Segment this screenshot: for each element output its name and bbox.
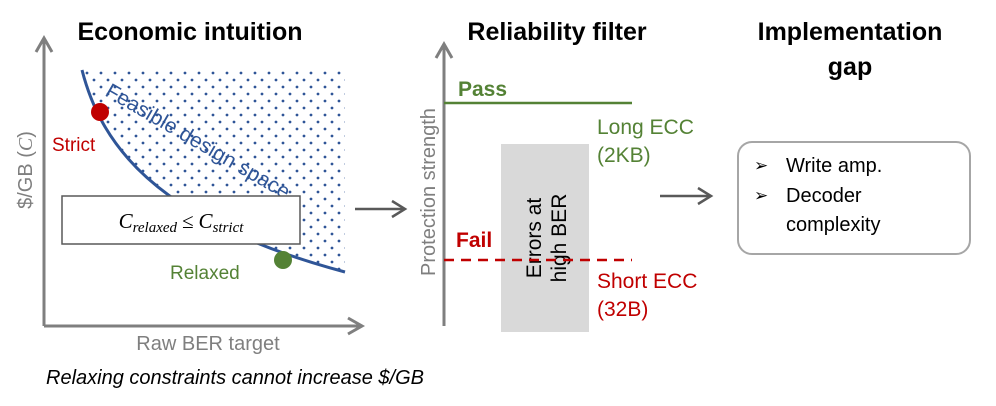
- economic-caption: Relaxing constraints cannot increase $/G…: [46, 367, 424, 389]
- cost-frontier-curve: [80, 69, 346, 274]
- errors-at-high-ber-box: [501, 144, 589, 332]
- reliability-title: Reliability filter: [467, 18, 646, 46]
- economic-title: Economic intuition: [78, 18, 303, 46]
- reliability-panel: Reliability filter Protection strength E…: [418, 18, 697, 332]
- long-ecc-label: Long ECC(2KB): [597, 116, 694, 167]
- short-ecc-label: Short ECC(32B): [597, 270, 697, 321]
- protection-strength-axis-label: Protection strength: [418, 108, 440, 276]
- reliability-axis: [434, 40, 454, 326]
- arrow-bullet-icon: ➢: [754, 186, 768, 205]
- economic-x-axis-label: Raw BER target: [136, 333, 280, 355]
- strict-point: [91, 103, 109, 121]
- inequality-expression: Crelaxed≤Cstrict: [119, 209, 245, 236]
- bullet-write-amp: Write amp.: [786, 155, 882, 177]
- economic-axes: [34, 34, 366, 336]
- relaxed-label: Relaxed: [170, 263, 240, 284]
- implementation-gap-box: [737, 141, 971, 255]
- arrow-bullet-icon: ➢: [754, 156, 768, 175]
- inequality-box: Crelaxed≤Cstrict: [61, 195, 301, 245]
- fail-label: Fail: [456, 229, 492, 252]
- relaxed-point: [274, 251, 292, 269]
- right-arrow-icon: [660, 186, 714, 206]
- economic-y-axis-label: $/GB (C): [15, 131, 37, 209]
- pass-label: Pass: [458, 78, 507, 101]
- right-arrow-icon: [355, 199, 408, 219]
- strict-label: Strict: [52, 135, 96, 156]
- economic-panel: Economic intuition $/GB (C) Raw BER targ…: [15, 18, 424, 389]
